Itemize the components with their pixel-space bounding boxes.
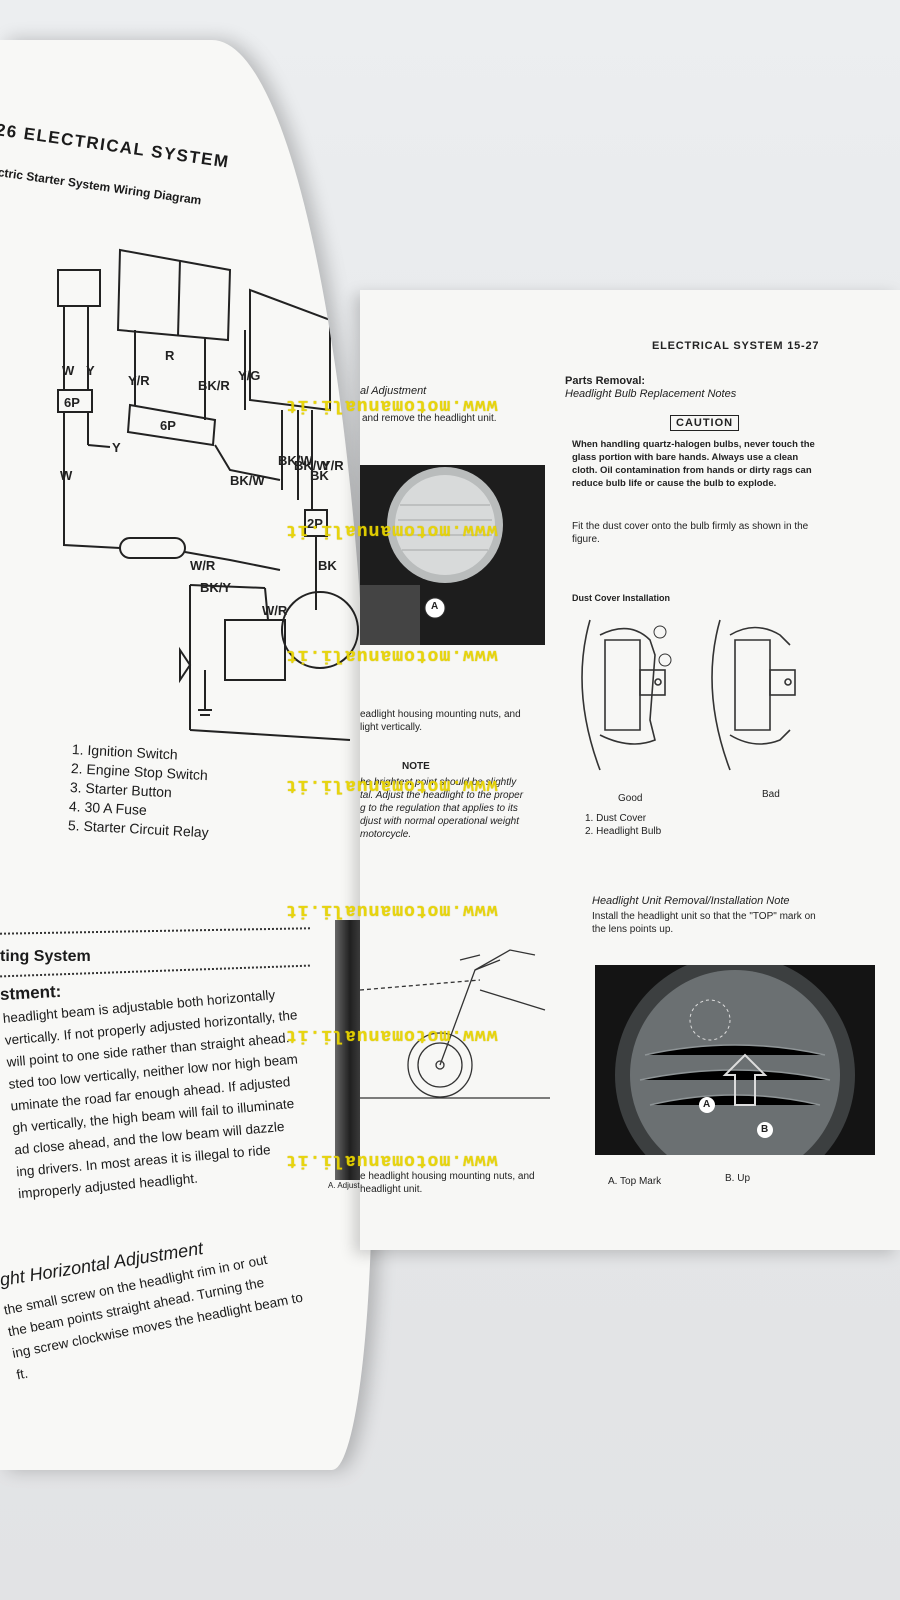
note-title: NOTE [402,761,430,772]
watermark: www.motomanuali.it [285,900,498,920]
wire-label-wr: W/R [190,558,216,573]
wire-label-r: R [165,348,175,363]
left-page-header: 26 ELECTRICAL SYSTEM [0,120,231,172]
watermark: www.motomanuali.it [285,775,498,795]
side-caption: A. Adjusting [328,1181,371,1190]
section-title: ting System [0,948,91,965]
col1-para1: eadlight housing mounting nuts, and ligh… [360,709,521,733]
photo-label-a: A [703,1099,711,1110]
wire-label-bkw2: BK/W [278,453,313,468]
note-body: he brightest point should be slightly ta… [360,777,524,840]
wire-label-bky: BK/Y [200,580,231,595]
adjustment-body: headlight beam is adjustable both horizo… [2,987,299,1202]
unit-heading: Headlight Unit Removal/Installation Note [592,895,790,907]
wire-label-bkw: BK/W [230,473,265,488]
caption-top-mark: A. Top Mark [608,1176,662,1187]
caution-body: When handling quartz-halogen bulbs, neve… [572,439,815,489]
connector-6p-a: 6P [64,395,80,410]
motorcycle-diagram [360,949,550,1099]
sub-heading: Headlight Bulb Replacement Notes [565,388,737,400]
headlight-top-mark-photo: A B [595,965,875,1155]
wire-label-w: W [62,363,75,378]
dust-cover-title: Dust Cover Installation [572,593,671,603]
connector-2p: 2P [307,516,323,531]
watermark: www.motomanuali.it [285,520,498,540]
right-page-header: ELECTRICAL SYSTEM 15-27 [652,340,820,352]
parts-heading: Parts Removal: [565,375,646,387]
connector-6p-b: 6P [160,418,176,433]
wire-label-bk2: BK [318,558,337,573]
adjustment-heading: stment: [0,981,62,1004]
divider [0,964,310,978]
fit-instructions: Fit the dust cover onto the bulb firmly … [572,521,809,545]
wire-label-y2: Y [112,440,121,455]
col1-heading: al Adjustment [360,385,427,397]
caution-badge: CAUTION [670,415,740,431]
watermark: www.motomanuali.it [285,645,498,665]
right-page: ELECTRICAL SYSTEM 15-27 al Adjustment an… [360,290,900,1250]
wire-label-yg: Y/G [238,368,260,383]
wire-label-bkr: BK/R [198,378,230,393]
caption-up: B. Up [725,1173,751,1184]
wire-label-yr: Y/R [128,373,150,388]
wire-label-bk: BK [310,468,329,483]
wire-label-w2: W [60,468,73,483]
wire-label-wr2: W/R [262,603,288,618]
photo-label-b: B [761,1124,769,1135]
col1-para2: e headlight housing mounting nuts, and h… [360,1171,535,1195]
label-good: Good [618,793,643,804]
watermark: www.motomanuali.it [285,395,498,415]
unit-body: Install the headlight unit so that the "… [592,911,816,935]
watermark: www.motomanuali.it [285,1150,498,1170]
headlight-photo: A [360,465,545,645]
wire-label-yr2: Y/R [322,458,344,473]
dust-legend: 1. Dust Cover 2. Headlight Bulb [585,813,662,837]
diagram-title: ctric Starter System Wiring Diagram [0,165,203,208]
diagram-legend: 1. Ignition Switch 2. Engine Stop Switch… [68,740,214,842]
watermark: www.motomanuali.it [285,1025,498,1045]
divider [0,927,310,935]
left-page: 26 ELECTRICAL SYSTEM ctric Starter Syste… [0,40,372,1470]
photo-label-a: A [431,601,439,612]
wire-label-y: Y [86,363,95,378]
dust-cover-diagram [581,619,796,771]
wire-label-bkw3: BK/W [294,458,329,473]
label-bad: Bad [762,789,780,800]
wiring-diagram: W Y Y/R R BK/R Y/G 6P 6P Y BK/W BK/W BK/… [57,248,359,741]
col1-line: and remove the headlight unit. [362,413,497,424]
